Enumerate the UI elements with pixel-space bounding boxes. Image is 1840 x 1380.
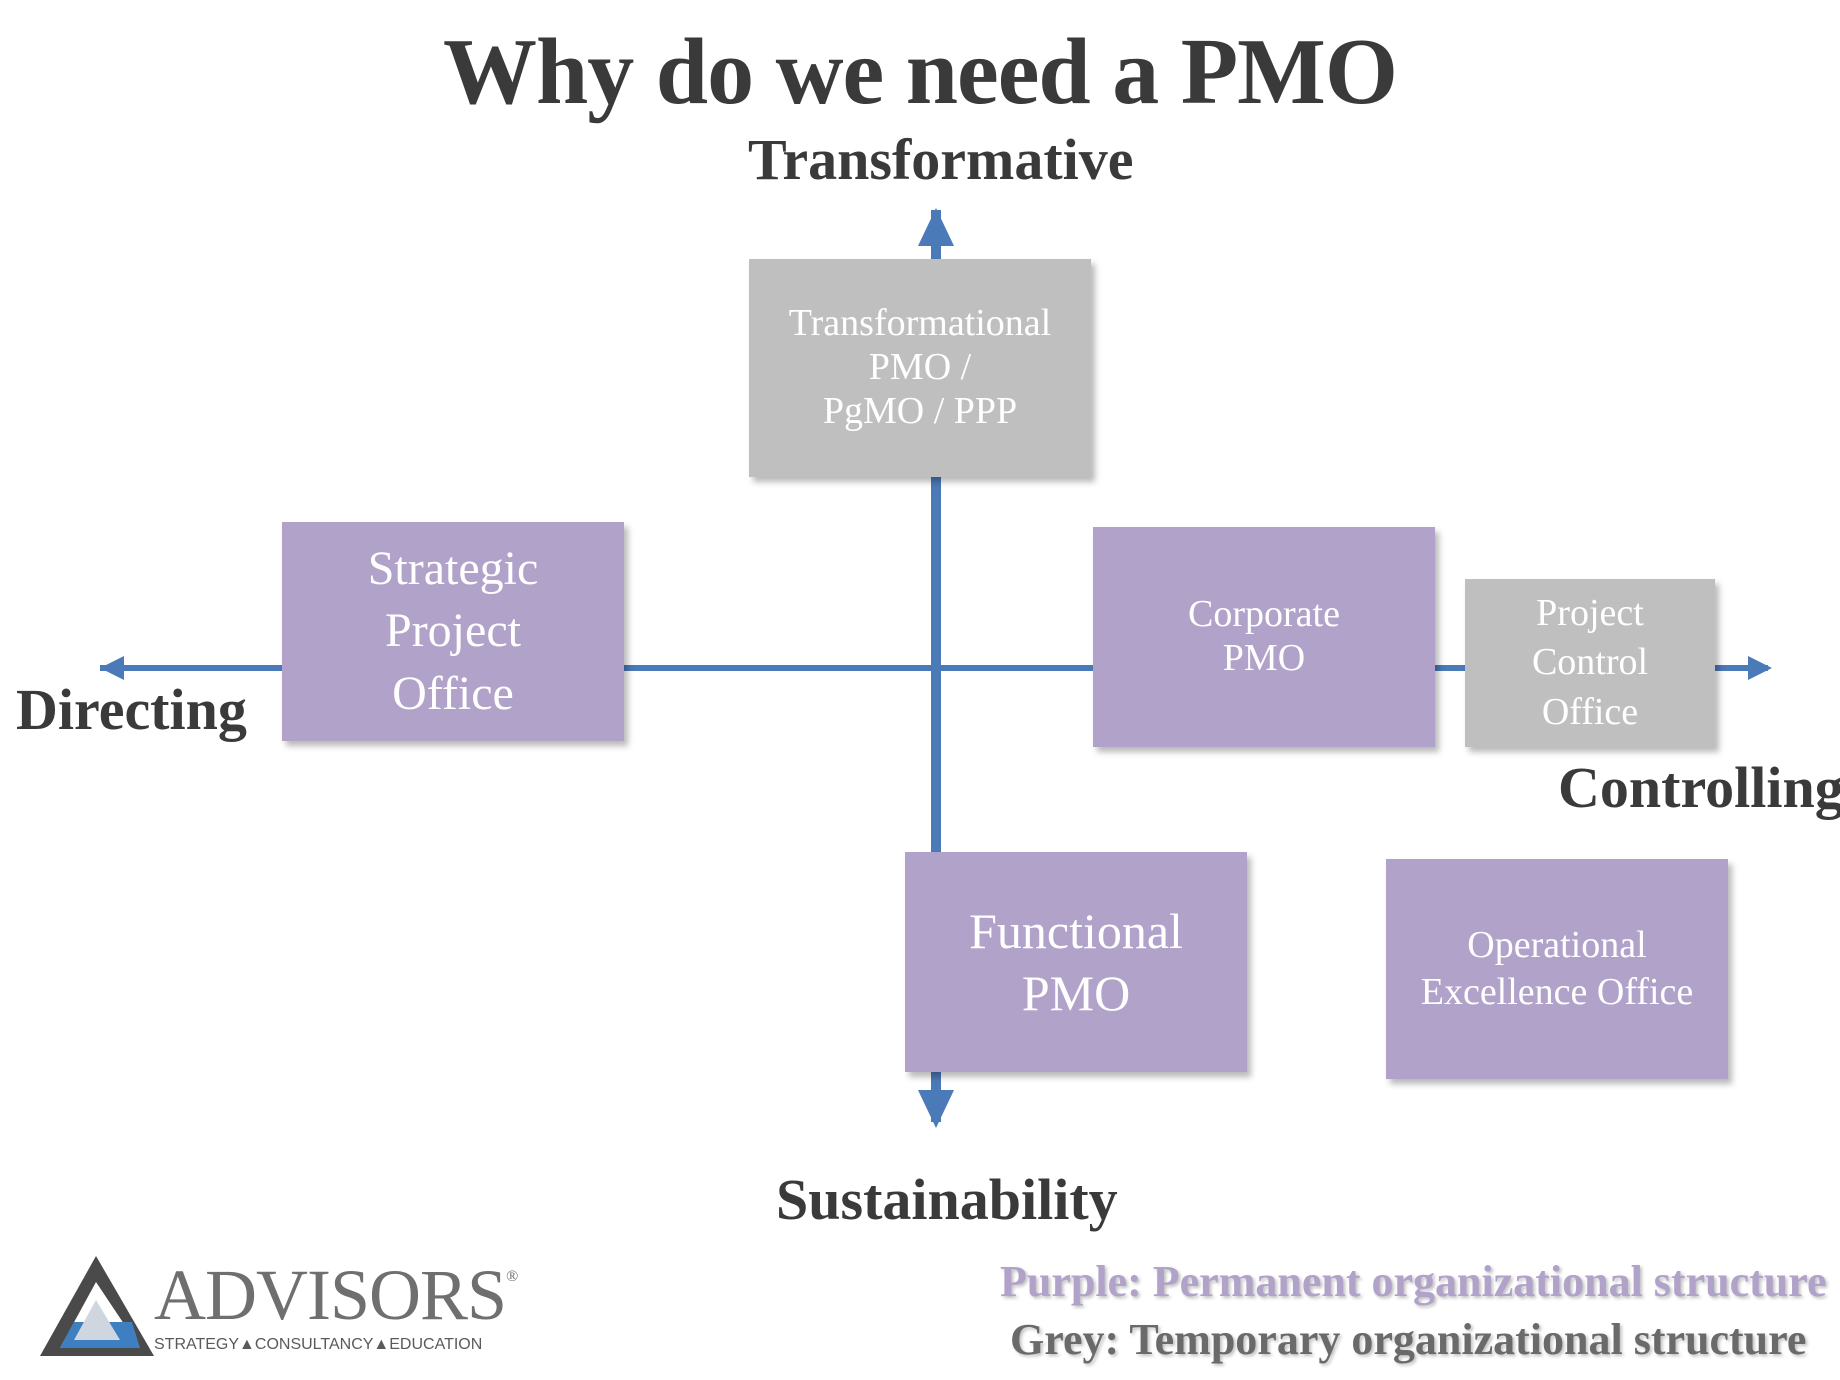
box-line: PMO /	[868, 346, 972, 389]
arrow-up-icon	[918, 208, 954, 246]
arrow-down-icon	[918, 1090, 954, 1128]
box-line: PgMO / PPP	[822, 389, 1018, 432]
box-line: Functional	[969, 902, 1183, 959]
box-functional-pmo: Functional PMO	[905, 852, 1247, 1072]
page-title: Why do we need a PMO	[443, 20, 1398, 124]
box-project-control-office: Project Control Office	[1465, 579, 1715, 747]
box-line: Transformational	[788, 302, 1052, 345]
box-operational-excellence-office: Operational Excellence Office	[1386, 859, 1728, 1079]
logo-registered-mark: ®	[506, 1268, 518, 1285]
logo-tagline: STRATEGY▲CONSULTANCY▲EDUCATION	[154, 1336, 483, 1353]
box-line: PMO	[1021, 965, 1131, 1021]
logo-name-text: ADVISORS	[154, 1255, 507, 1335]
box-line: Office	[392, 666, 514, 720]
logo-triangle-icon	[40, 1256, 154, 1356]
box-line: Project	[385, 604, 521, 658]
advisors-logo: ADVISORS® STRATEGY▲CONSULTANCY▲EDUCATION	[36, 1252, 518, 1362]
box-line: Corporate	[1188, 593, 1340, 636]
logo-name: ADVISORS®	[154, 1254, 518, 1337]
box-line: Office	[1541, 690, 1639, 733]
box-line: Project	[1536, 591, 1644, 634]
legend-grey: Grey: Temporary organizational structure	[1010, 1315, 1807, 1364]
legend-purple: Purple: Permanent organizational structu…	[1000, 1257, 1827, 1306]
axis-label-transformative: Transformative	[748, 127, 1134, 192]
arrow-right-icon	[1748, 656, 1772, 680]
arrow-left-icon	[100, 656, 124, 680]
box-line: Strategic	[367, 541, 539, 595]
box-line: Control	[1531, 641, 1649, 684]
axis-label-controlling: Controlling	[1558, 755, 1840, 820]
box-line: PMO	[1222, 637, 1306, 679]
axis-label-sustainability: Sustainability	[776, 1167, 1118, 1232]
box-transformational-pmo: Transformational PMO / PgMO / PPP	[749, 259, 1091, 477]
box-strategic-project-office: Strategic Project Office	[282, 522, 624, 741]
box-corporate-pmo: Corporate PMO	[1093, 527, 1435, 747]
axis-label-directing: Directing	[16, 677, 247, 742]
box-line: Operational	[1467, 923, 1647, 966]
box-line: Excellence Office	[1420, 971, 1694, 1013]
